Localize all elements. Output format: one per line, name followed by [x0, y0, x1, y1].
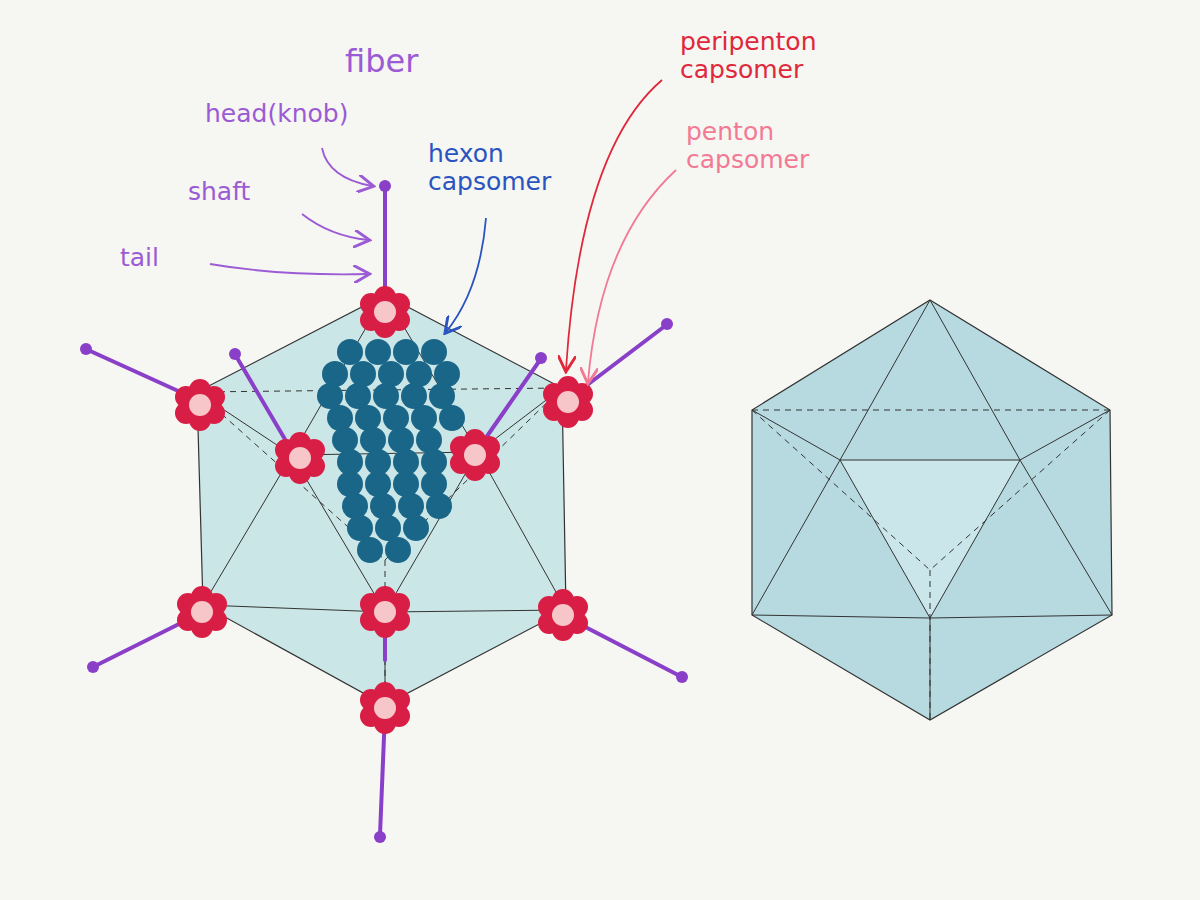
part-label: head(knob)	[205, 100, 425, 128]
icosahedron-right	[752, 300, 1112, 720]
part-label: tail	[120, 244, 220, 272]
hexon-spheres	[317, 339, 465, 563]
title-label: fiber	[345, 44, 485, 79]
fiber-shafts	[88, 188, 680, 835]
penton-clusters	[175, 286, 593, 734]
part-label: penton capsomer	[686, 118, 901, 173]
fiber-knobs	[80, 180, 688, 843]
part-label: shaft	[188, 178, 318, 206]
part-label: hexon capsomer	[428, 140, 593, 195]
icosahedron-left	[197, 295, 566, 705]
part-label: peripenton capsomer	[680, 28, 895, 83]
